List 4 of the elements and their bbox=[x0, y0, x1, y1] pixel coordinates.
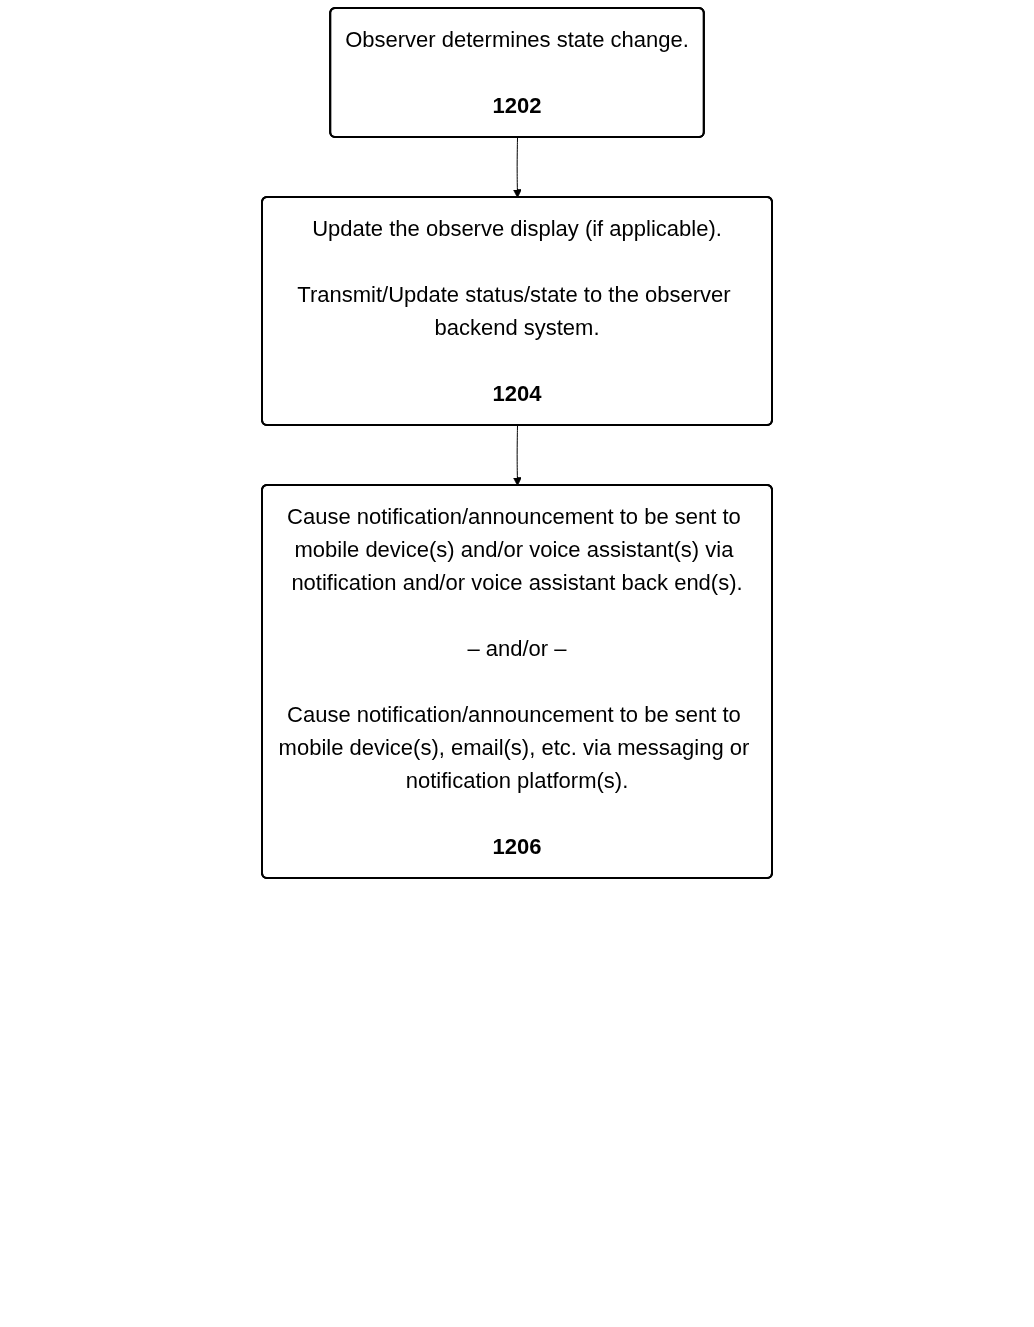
arrow bbox=[512, 425, 522, 486]
arrow bbox=[512, 137, 522, 198]
node-text: Cause notification/announcement to be sent to mobile device(s) and/or voice assistant(s) via notification and/or voice assistant back end(s). – and/or – Cause notification/announcement to be sent to mobile device(s), email(s), etc. via messaging or notification platform(s). 1206 bbox=[278, 504, 750, 859]
node-text: Update the observe display (if applicable). Transmit/Update status/state to the observer backend system. 1204 bbox=[297, 216, 731, 406]
